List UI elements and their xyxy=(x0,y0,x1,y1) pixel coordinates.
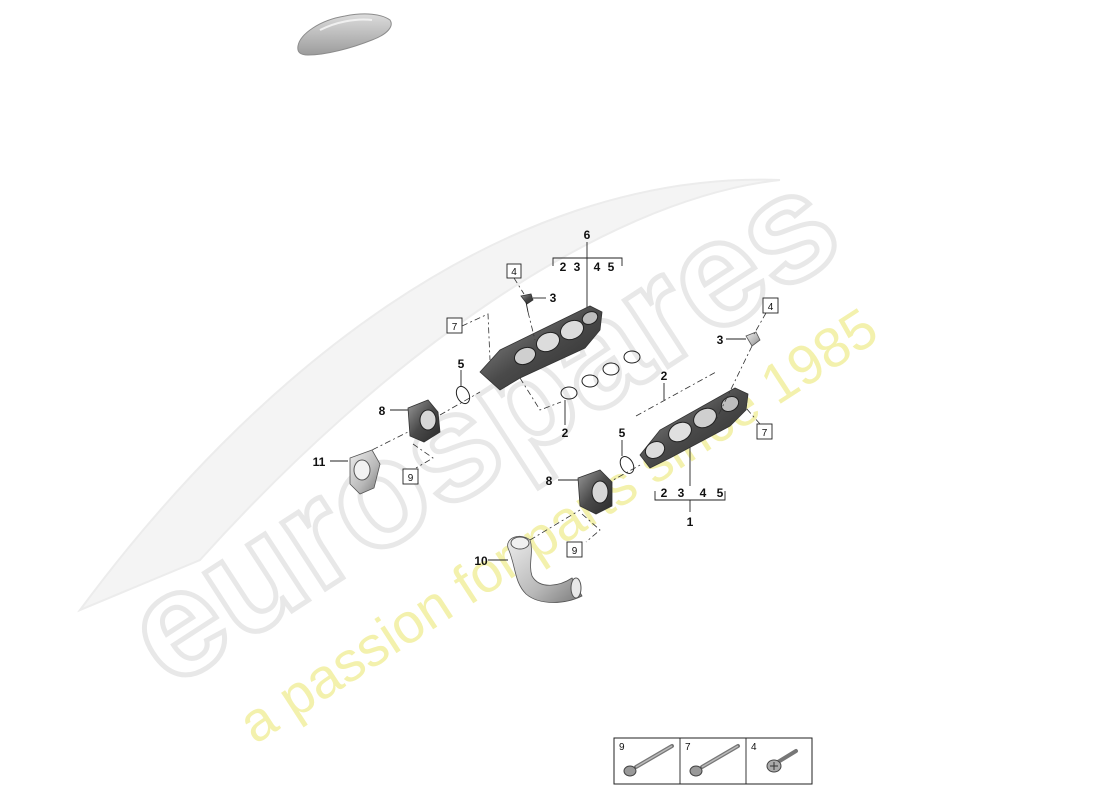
callout-lower-gaskets: 2 xyxy=(661,369,668,383)
callout-lower-throttle: 8 xyxy=(546,474,553,488)
fastener-legend: 9 7 4 xyxy=(613,737,813,785)
upper-sensor xyxy=(520,293,534,313)
lower-sensor xyxy=(745,331,761,347)
callout-upper-sub-5: 5 xyxy=(608,260,615,274)
box-lower-sensor xyxy=(762,297,779,314)
upper-assembly-bracket xyxy=(552,242,623,310)
callout-lower-sub-4: 4 xyxy=(700,486,707,500)
lower-throttle-body xyxy=(577,469,613,515)
callout-lower-pipe: 10 xyxy=(474,554,488,568)
box-upper-bolt xyxy=(446,317,463,334)
upper-assembly-group: 6 2 3 4 5 2 3 4 xyxy=(313,228,641,495)
callout-lower-sub-2: 2 xyxy=(661,486,668,500)
callout-lower-sensor: 3 xyxy=(717,333,724,347)
callout-upper-assembly: 6 xyxy=(584,228,591,242)
legend-number-4: 4 xyxy=(751,742,757,753)
box-lower-sensor-label: 4 xyxy=(768,302,774,313)
long-bolt-icon xyxy=(623,744,674,777)
callout-lower-assembly: 1 xyxy=(687,515,694,529)
short-screw-icon xyxy=(766,749,798,773)
callout-upper-gaskets: 2 xyxy=(562,426,569,440)
long-bolt-icon xyxy=(689,744,740,777)
legend-cell-4: 4 xyxy=(751,742,798,773)
upper-elbow-adapter xyxy=(349,449,381,495)
upper-oring xyxy=(455,385,471,405)
callout-upper-sub-2: 2 xyxy=(560,260,567,274)
watermark-swoosh xyxy=(77,178,781,613)
box-upper-bolt-label: 7 xyxy=(452,322,458,333)
upper-gasket-set xyxy=(560,350,641,400)
legend-cell-7: 7 xyxy=(685,742,740,777)
legend-number-7: 7 xyxy=(685,742,691,753)
box-lower-throttle xyxy=(566,541,583,558)
legend-cell-9: 9 xyxy=(619,742,674,777)
legend-number-9: 9 xyxy=(619,742,625,753)
box-lower-bolt xyxy=(756,423,773,440)
car-silhouette-icon xyxy=(297,13,392,56)
callout-upper-oring: 5 xyxy=(458,357,465,371)
callout-upper-throttle: 8 xyxy=(379,404,386,418)
callout-lower-sub-3: 3 xyxy=(678,486,685,500)
box-lower-throttle-label: 9 xyxy=(572,546,578,557)
lower-oring xyxy=(619,456,635,474)
box-lower-bolt-label: 7 xyxy=(762,428,768,439)
box-upper-throttle-label: 9 xyxy=(408,473,414,484)
callout-upper-sub-4: 4 xyxy=(594,260,601,274)
box-upper-sensor-label: 4 xyxy=(511,267,517,278)
upper-intake-manifold xyxy=(479,305,603,391)
box-upper-throttle xyxy=(402,468,419,485)
lower-charge-pipe xyxy=(507,535,583,603)
upper-throttle-body xyxy=(407,399,441,443)
callout-upper-elbow: 11 xyxy=(313,455,326,469)
callout-lower-sub-5: 5 xyxy=(717,486,724,500)
lower-intake-manifold xyxy=(639,387,749,469)
callout-upper-sensor: 3 xyxy=(550,291,557,305)
callout-upper-sub-3: 3 xyxy=(574,260,581,274)
lower-assembly-group: 2 3 4 5 1 2 3 4 7 5 xyxy=(474,297,779,603)
callout-lower-oring: 5 xyxy=(619,426,626,440)
